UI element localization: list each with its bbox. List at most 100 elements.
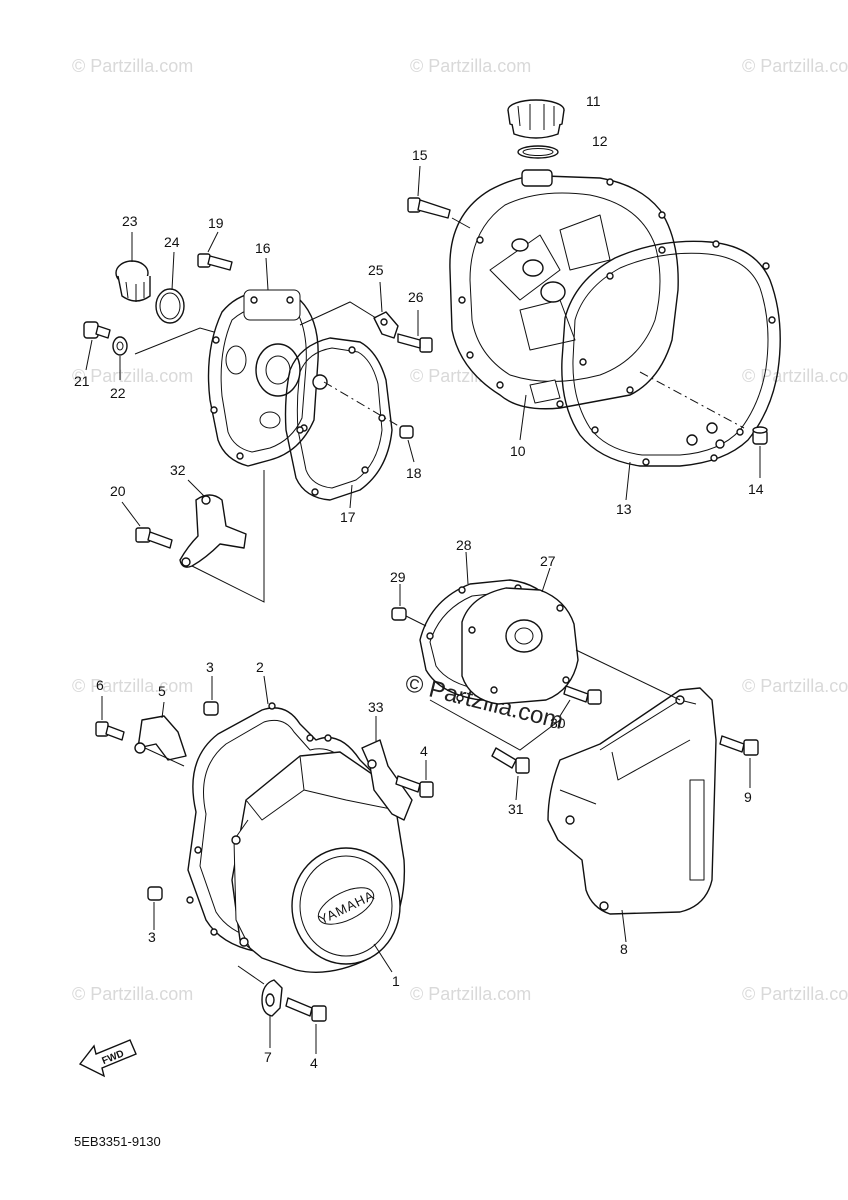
callout-27[interactable]: 27	[540, 553, 556, 569]
leader-8-axis	[575, 649, 681, 701]
watermark: © Partzilla.com	[742, 366, 848, 386]
part-4-bolt-upper	[395, 775, 434, 798]
leader-10	[519, 394, 527, 441]
leader-5	[161, 701, 165, 719]
leader-29-axis	[405, 615, 427, 627]
leader-21-22-axis	[134, 327, 215, 355]
part-19-bolt	[197, 253, 233, 271]
part-32-guide	[179, 494, 247, 568]
callout-layer: 11 12 15 23 19 24 16 25 26 21 22 10 18 3…	[74, 93, 764, 1071]
callout-9[interactable]: 9	[744, 789, 752, 805]
dowel-axis-line	[639, 371, 745, 429]
callout-22[interactable]: 22	[110, 385, 126, 401]
part-27-cover	[461, 587, 579, 705]
callout-30[interactable]: 30	[550, 715, 566, 731]
part-21-bolt	[83, 321, 111, 339]
dowel-axis-line	[323, 381, 403, 429]
part-5-clamp	[134, 715, 187, 761]
leader-32	[187, 479, 205, 497]
callout-10[interactable]: 10	[510, 443, 526, 459]
callout-2[interactable]: 2	[256, 659, 264, 675]
part-17-gasket	[284, 337, 393, 501]
callout-13[interactable]: 13	[616, 501, 632, 517]
callout-19[interactable]: 19	[208, 215, 224, 231]
callout-4-upper[interactable]: 4	[420, 743, 428, 759]
leader-7-axis	[237, 965, 265, 985]
leader-25	[379, 281, 383, 313]
watermark: © Partzilla.com	[72, 56, 193, 76]
part-1-generator-cover	[231, 751, 406, 973]
part-3-dowel-pin-upper	[203, 701, 219, 716]
callout-3-upper[interactable]: 3	[206, 659, 214, 675]
part-16-crankcase-cover	[207, 289, 319, 467]
watermark: © Partzilla.com	[72, 984, 193, 1004]
diagram-code: 5EB3351-9130	[74, 1134, 161, 1149]
callout-8[interactable]: 8	[620, 941, 628, 957]
part-15-bolt	[407, 197, 451, 219]
leader-1	[373, 943, 393, 973]
leader-31	[515, 775, 519, 801]
leader-21	[85, 339, 93, 371]
callout-21[interactable]: 21	[74, 373, 90, 389]
part-4-bolt-lower	[285, 997, 327, 1022]
callout-16[interactable]: 16	[255, 240, 271, 256]
leader-17	[349, 484, 353, 509]
part-33-bracket	[361, 739, 413, 821]
watermark: © Partzilla.com	[742, 984, 848, 1004]
callout-5[interactable]: 5	[158, 683, 166, 699]
fwd-arrow-icon: FWD	[78, 1039, 137, 1078]
part-10-clutch-cover	[449, 169, 679, 410]
watermark: © Partzilla.com	[72, 676, 193, 696]
leader-18	[407, 439, 415, 463]
leader-25-axis	[299, 301, 377, 326]
leader-15-axis	[451, 217, 471, 229]
watermark: © Partzilla.com	[410, 56, 531, 76]
part-20-bolt	[135, 527, 173, 549]
part-23-plug	[115, 260, 151, 302]
callout-25[interactable]: 25	[368, 262, 384, 278]
part-22-washer	[112, 336, 128, 356]
callout-32[interactable]: 32	[170, 462, 186, 478]
callout-28[interactable]: 28	[456, 537, 472, 553]
callout-14[interactable]: 14	[748, 481, 764, 497]
leader-13	[625, 461, 631, 501]
callout-11[interactable]: 11	[586, 93, 601, 109]
leader-8	[621, 909, 627, 943]
callout-33[interactable]: 33	[368, 699, 384, 715]
part-7-clamp	[261, 979, 283, 1017]
watermark-layer: © Partzilla.com © Partzilla.com © Partzi…	[72, 56, 848, 1004]
callout-7[interactable]: 7	[264, 1049, 272, 1065]
callout-24[interactable]: 24	[164, 234, 180, 250]
part-29-dowel-pin	[391, 607, 407, 621]
leader-30	[559, 699, 571, 717]
part-12-o-ring	[517, 145, 559, 159]
callout-26[interactable]: 26	[408, 289, 424, 305]
part-6-bolt	[95, 721, 125, 741]
leader-20	[121, 501, 141, 527]
part-31-bolt	[491, 747, 530, 774]
callout-12[interactable]: 12	[592, 133, 608, 149]
callout-1[interactable]: 1	[392, 973, 400, 989]
part-11-oil-cap	[507, 99, 565, 139]
watermark: © Partzilla.com	[72, 366, 193, 386]
callout-15[interactable]: 15	[412, 147, 428, 163]
callout-23[interactable]: 23	[122, 213, 138, 229]
callout-20[interactable]: 20	[110, 483, 126, 499]
callout-3-lower[interactable]: 3	[148, 929, 156, 945]
callout-4-lower[interactable]: 4	[310, 1055, 318, 1071]
callout-29[interactable]: 29	[390, 569, 406, 585]
part-18-dowel-pin	[399, 425, 414, 439]
callout-18[interactable]: 18	[406, 465, 422, 481]
part-25-bracket	[373, 311, 399, 339]
callout-6[interactable]: 6	[96, 677, 104, 693]
part-30-bolt	[563, 685, 602, 705]
watermark: © Partzilla.com	[742, 676, 848, 696]
leader-2	[263, 675, 269, 705]
callout-31[interactable]: 31	[508, 801, 524, 817]
watermark: © Partzilla.com	[742, 56, 848, 76]
part-3-dowel-pin-lower	[147, 886, 163, 901]
part-9-bolt	[719, 735, 759, 756]
leader-24	[171, 251, 175, 291]
callout-17[interactable]: 17	[340, 509, 356, 525]
leader-28	[465, 551, 469, 585]
